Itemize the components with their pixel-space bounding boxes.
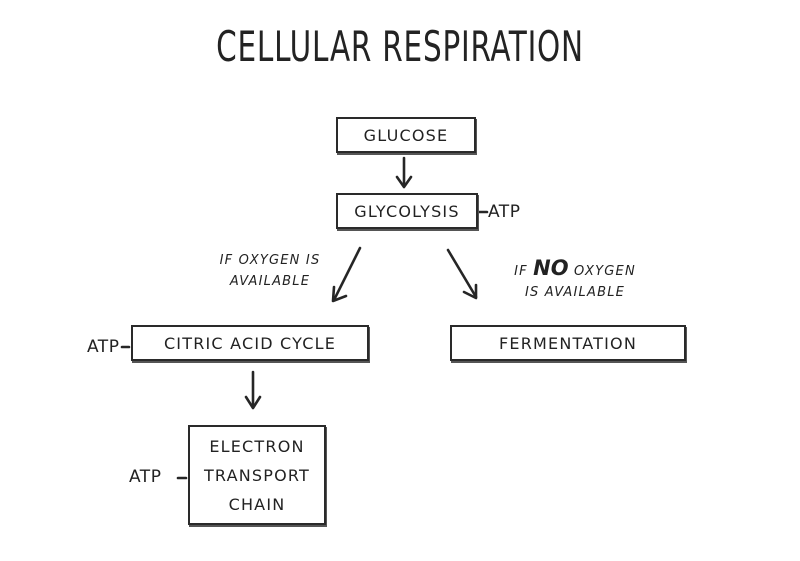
branch-label-no-oxygen-suffix: OXYGEN bbox=[573, 264, 636, 279]
branch-label-no-oxygen: IF NO OXYGEN IS AVAILABLE bbox=[500, 258, 650, 303]
node-citric-acid-cycle-label: CITRIC ACID CYCLE bbox=[163, 333, 337, 353]
node-glucose-label: GLUCOSE bbox=[363, 125, 449, 145]
arrow-glycolysis-to-fermentation bbox=[446, 248, 478, 300]
node-fermentation-label: FERMENTATION bbox=[498, 333, 637, 353]
atp-output-electron-transport-chain: ATP bbox=[129, 467, 162, 487]
branch-label-oxygen-line1: IF OXYGEN IS bbox=[219, 253, 321, 268]
node-glycolysis-label: GLYCOLYSIS bbox=[354, 201, 460, 221]
node-citric-acid-cycle: CITRIC ACID CYCLE bbox=[131, 325, 369, 361]
diagram-title: CELLULAR RESPIRATION bbox=[216, 22, 584, 71]
node-glucose: GLUCOSE bbox=[336, 117, 476, 153]
node-electron-transport-chain: ELECTRON TRANSPORT CHAIN bbox=[188, 425, 326, 525]
node-etc-line3: CHAIN bbox=[228, 494, 286, 514]
arrow-glycolysis-to-citric-acid-cycle bbox=[331, 246, 362, 303]
arrow-glucose-to-glycolysis bbox=[395, 156, 413, 189]
node-fermentation: FERMENTATION bbox=[450, 325, 686, 361]
node-etc-line1: ELECTRON bbox=[209, 436, 305, 456]
branch-label-no-oxygen-emphasis: NO bbox=[533, 256, 569, 280]
branch-label-oxygen-line2: AVAILABLE bbox=[229, 274, 311, 289]
node-glycolysis: GLYCOLYSIS bbox=[336, 193, 478, 229]
atp-output-citric-acid-cycle: ATP bbox=[87, 337, 120, 357]
branch-label-no-oxygen-line2: IS AVAILABLE bbox=[524, 285, 626, 300]
node-etc-line2: TRANSPORT bbox=[203, 465, 311, 485]
branch-label-no-oxygen-prefix: IF bbox=[514, 264, 528, 279]
branch-label-oxygen: IF OXYGEN IS AVAILABLE bbox=[205, 250, 335, 292]
arrow-citric-acid-cycle-to-etc bbox=[244, 370, 262, 410]
atp-output-glycolysis: ATP bbox=[488, 202, 521, 222]
